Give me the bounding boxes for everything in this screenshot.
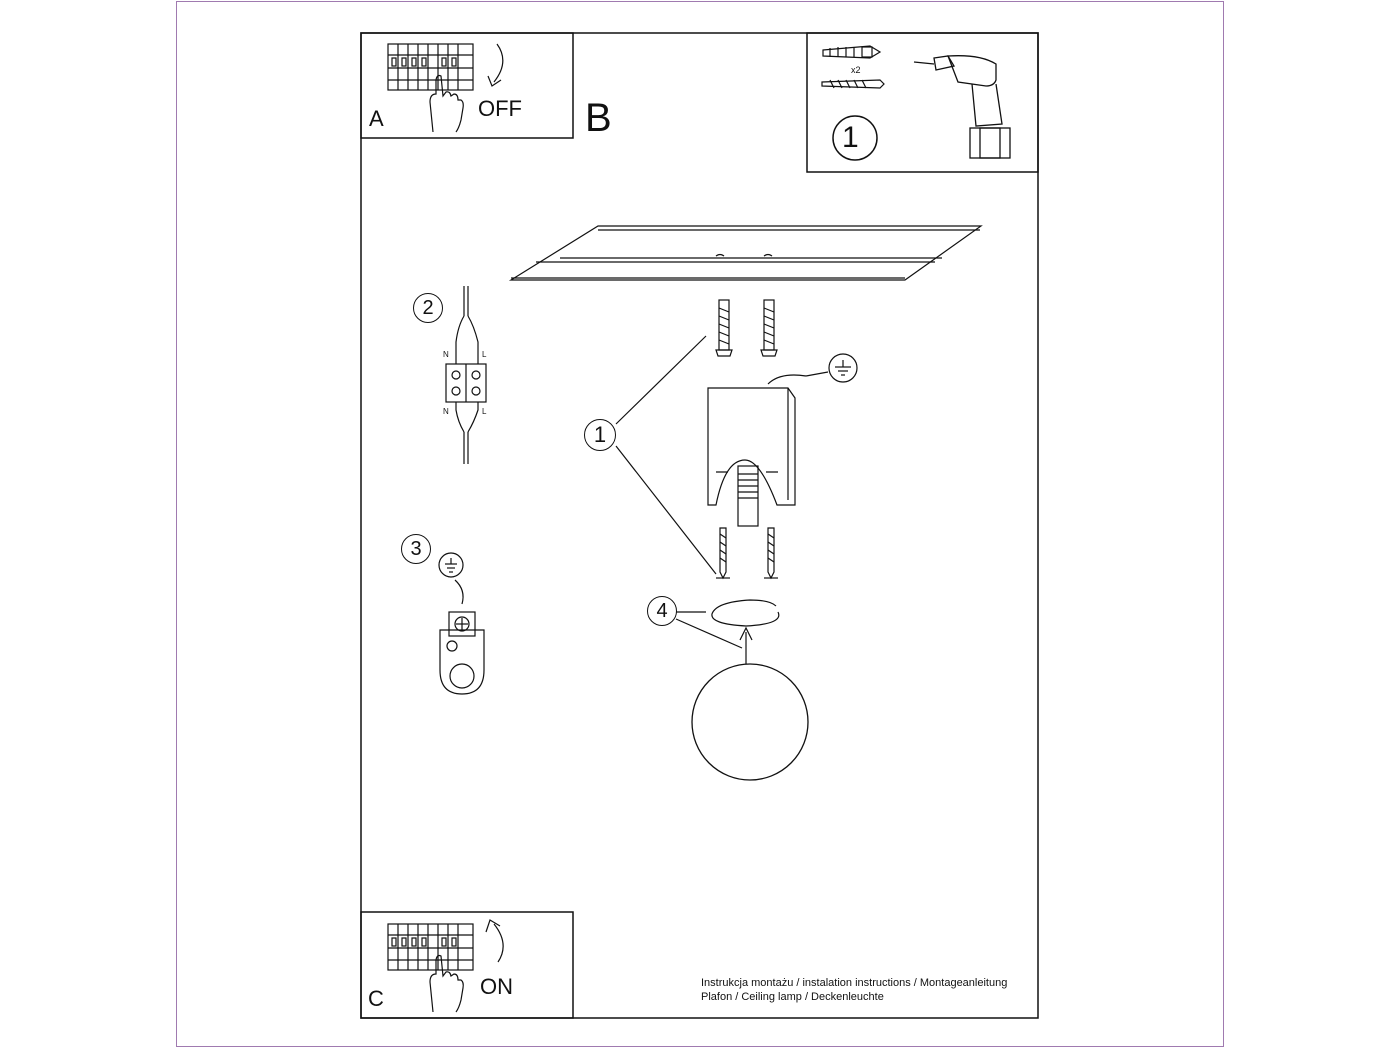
glass-globe-icon — [691, 663, 809, 781]
terminal-block-icon — [445, 286, 487, 464]
curved-arrow-icon — [487, 43, 504, 87]
panel-c — [360, 911, 574, 1019]
retaining-ring-icon — [675, 599, 780, 649]
ground-clamp-icon — [438, 552, 485, 695]
terminal-n-top: N — [443, 350, 449, 359]
curved-arrow-icon — [485, 919, 504, 963]
ground-icon — [805, 353, 858, 383]
lamp-base-icon — [707, 374, 807, 527]
caption-line-2: Plafon / Ceiling lamp / Deckenleuchte — [701, 991, 884, 1003]
anchor-quantity: x2 — [851, 65, 861, 75]
tools-panel — [806, 32, 1039, 173]
terminal-l-top: L — [482, 350, 487, 359]
hand-icon — [429, 74, 464, 133]
sheet-frame — [360, 32, 1039, 1019]
wall-anchor-icon — [822, 45, 882, 59]
hand-icon — [429, 954, 464, 1013]
screw-left — [716, 527, 730, 580]
page-border — [176, 1, 1224, 1047]
panel-b-letter: B — [585, 96, 612, 140]
tools-step-number: 1 — [842, 121, 859, 154]
terminal-l-bottom: L — [482, 407, 487, 416]
step-1-marker: 1 — [584, 419, 616, 451]
drill-icon — [913, 55, 1011, 159]
panel-a — [360, 32, 574, 139]
step-3-marker: 3 — [401, 534, 431, 564]
breaker-panel-icon — [387, 923, 474, 971]
terminal-n-bottom: N — [443, 407, 449, 416]
screw-icon — [821, 79, 885, 89]
caption-line-1: Instrukcja montażu / instalation instruc… — [701, 977, 1008, 989]
ceiling-plate-icon — [508, 225, 983, 281]
wall-anchor-left — [715, 299, 733, 357]
leader-1-upper — [615, 335, 707, 425]
panel-c-action: ON — [480, 974, 513, 999]
screw-right — [764, 527, 778, 580]
leader-1-lower — [615, 445, 717, 575]
breaker-panel-icon — [387, 43, 474, 91]
step-4-marker: 4 — [647, 596, 677, 626]
panel-a-letter: A — [369, 106, 384, 131]
up-arrow — [739, 626, 753, 664]
panel-c-letter: C — [368, 986, 384, 1011]
wall-anchor-right — [760, 299, 778, 357]
panel-a-action: OFF — [478, 96, 522, 121]
step-2-marker: 2 — [413, 293, 443, 323]
